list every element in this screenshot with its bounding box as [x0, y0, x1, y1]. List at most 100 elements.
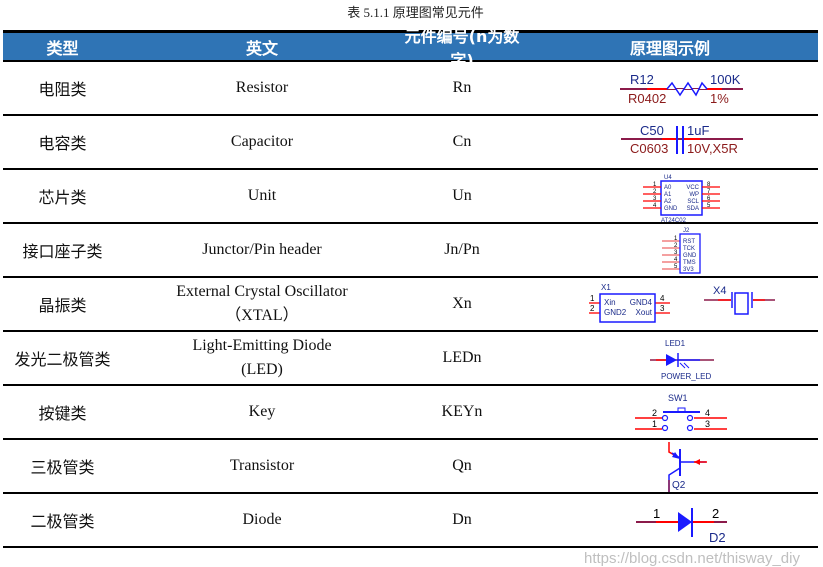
svg-text:3: 3 [674, 250, 678, 256]
svg-text:SDA: SDA [687, 206, 699, 212]
svg-text:GND4: GND4 [630, 298, 653, 307]
svg-text:Q2: Q2 [672, 480, 686, 491]
transistor-symbol: Q2 [668, 442, 707, 492]
english-cell: Junctor/Pin header [202, 241, 322, 258]
svg-text:AT24C02: AT24C02 [661, 218, 687, 224]
svg-text:VCC: VCC [686, 185, 699, 191]
english-cell: Light-Emitting Diode(LED) [192, 337, 332, 378]
svg-text:WP: WP [689, 192, 699, 198]
english-cell: Diode [242, 511, 282, 528]
svg-text:A0: A0 [664, 185, 672, 191]
designator-cell: Dn [452, 511, 472, 528]
table-header: 类型 英文 元件编号(n为数字) 原理图示例 [3, 26, 818, 70]
svg-text:D2: D2 [709, 530, 726, 545]
svg-text:TMS: TMS [683, 260, 696, 266]
svg-text:1: 1 [590, 294, 595, 303]
table-row: 三极管类 Transistor Qn Q2 [3, 440, 818, 494]
svg-text:LED1: LED1 [665, 339, 686, 348]
svg-text:2: 2 [712, 506, 719, 521]
svg-text:3V3: 3V3 [683, 267, 694, 273]
english-cell: Transistor [229, 457, 295, 474]
header-designator: 元件编号(n为数字) [404, 26, 520, 70]
type-cell: 三极管类 [30, 458, 95, 477]
svg-text:5: 5 [674, 264, 678, 270]
svg-text:C0603: C0603 [630, 141, 668, 156]
header-example: 原理图示例 [629, 38, 710, 58]
table-row: 电阻类 Resistor Rn R12 100K R0402 1% [3, 62, 818, 116]
type-cell: 按键类 [38, 404, 87, 423]
english-cell: External Crystal Oscillator（XTAL） [176, 283, 348, 324]
svg-text:A2: A2 [664, 199, 672, 205]
designator-cell: Rn [452, 79, 472, 96]
svg-text:7: 7 [707, 189, 711, 195]
diode-symbol: 1 2 D2 [636, 506, 727, 545]
example-cell: Q2 [522, 440, 818, 492]
svg-text:1%: 1% [710, 91, 729, 106]
designator-cell: Cn [452, 133, 472, 150]
header-type: 类型 [46, 38, 79, 58]
svg-text:4: 4 [674, 257, 678, 263]
svg-text:2: 2 [653, 189, 657, 195]
svg-text:Xin: Xin [604, 298, 616, 307]
table-row: 二极管类 Diode Dn 1 2 D2 [3, 494, 818, 548]
svg-text:GND2: GND2 [604, 308, 627, 317]
designator-cell: Xn [452, 295, 472, 312]
table-row: 电容类 Capacitor Cn C50 1uF C0603 10V,X5R [3, 116, 818, 170]
english-cell: Unit [247, 187, 277, 204]
svg-text:3: 3 [705, 419, 710, 429]
led-symbol: LED1 POWER_LED [650, 339, 714, 381]
svg-text:100K: 100K [710, 72, 741, 87]
table-caption: 表 5.1.1 原理图常见元件 [347, 5, 484, 20]
svg-text:2: 2 [674, 243, 678, 249]
watermark: https://blog.csdn.net/thisway_diy [584, 550, 800, 567]
svg-text:POWER_LED: POWER_LED [661, 372, 711, 381]
table-row: 晶振类 External Crystal Oscillator（XTAL） Xn… [3, 278, 818, 332]
svg-text:SW1: SW1 [668, 393, 688, 403]
type-cell: 接口座子类 [22, 242, 103, 261]
svg-text:X1: X1 [601, 283, 611, 292]
type-cell: 晶振类 [38, 296, 87, 315]
designator-cell: Un [452, 187, 472, 204]
svg-text:R0402: R0402 [628, 91, 666, 106]
designator-cell: KEYn [441, 403, 483, 420]
designator-cell: LEDn [442, 349, 482, 366]
svg-text:4: 4 [660, 294, 665, 303]
type-cell: 电阻类 [38, 80, 87, 99]
type-cell: 芯片类 [38, 188, 87, 207]
example-cell: LED1 POWER_LED [522, 332, 818, 384]
svg-text:A1: A1 [664, 192, 672, 198]
svg-text:J2: J2 [683, 228, 690, 234]
svg-text:C50: C50 [640, 123, 664, 138]
resistor-symbol: R12 100K R0402 1% [620, 72, 743, 106]
svg-text:R12: R12 [630, 72, 654, 87]
svg-text:TCK: TCK [683, 246, 695, 252]
svg-text:3: 3 [660, 304, 665, 313]
svg-text:4: 4 [705, 408, 710, 418]
designator-cell: Jn/Pn [444, 241, 480, 258]
example-cell: C50 1uF C0603 10V,X5R [522, 116, 818, 168]
example-cell: 1 2 D2 [522, 494, 818, 546]
type-cell: 发光二极管类 [14, 350, 111, 369]
type-cell: 二极管类 [30, 512, 95, 531]
svg-text:X4: X4 [713, 285, 726, 297]
svg-text:3: 3 [653, 196, 657, 202]
english-cell: Key [248, 403, 276, 420]
designator-cell: Qn [452, 457, 472, 474]
svg-text:10V,X5R: 10V,X5R [687, 141, 738, 156]
svg-text:1: 1 [674, 236, 678, 242]
english-cell: Capacitor [230, 133, 294, 150]
svg-text:5: 5 [707, 203, 711, 209]
svg-text:8: 8 [707, 182, 711, 188]
header-english: 英文 [245, 38, 278, 58]
svg-text:RST: RST [683, 239, 695, 245]
